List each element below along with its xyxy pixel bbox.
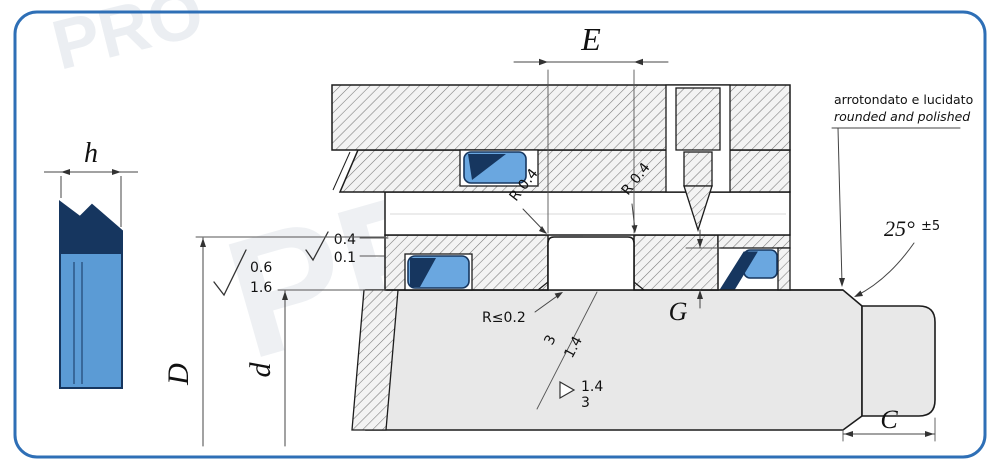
dim-label-e: E bbox=[580, 21, 601, 57]
finish-symbol-left bbox=[213, 249, 247, 297]
finish-symbol-top bbox=[305, 231, 329, 262]
plug-head bbox=[675, 87, 721, 151]
c-arrow-left bbox=[844, 431, 853, 437]
chamfer-horiz-2: 3 bbox=[581, 395, 590, 411]
angle-arrow bbox=[854, 290, 863, 297]
annotations: E R 0.4 R 0.4 R≤0.2 0.4 0.1 0.6 1.6 D d bbox=[162, 21, 973, 447]
dim-label-d-minor: d bbox=[244, 362, 277, 378]
finish-left-lower: 1.6 bbox=[250, 280, 272, 296]
angle-arc bbox=[855, 242, 915, 297]
note-arrow bbox=[839, 278, 845, 287]
chamfer-leader bbox=[536, 291, 598, 410]
seal-profile-view: h bbox=[44, 138, 138, 389]
g-arrow-bottom bbox=[697, 290, 703, 299]
plug-tip bbox=[683, 185, 713, 233]
note-english: rounded and polished bbox=[834, 109, 970, 124]
rod-body bbox=[365, 289, 863, 431]
note-italian: arrotondato e lucidato bbox=[834, 92, 973, 107]
radius-arrow-left bbox=[539, 226, 547, 234]
c-arrow-right bbox=[925, 431, 934, 437]
d-minor-arrow bbox=[282, 291, 288, 300]
housing-wiper-edge bbox=[777, 247, 791, 291]
radius-arrow-right bbox=[631, 225, 638, 233]
h-arrow-left bbox=[61, 169, 70, 175]
dim-label-h: h bbox=[84, 138, 98, 169]
empty-groove bbox=[547, 236, 635, 290]
housing-wiper-strip bbox=[717, 234, 791, 249]
rod-seal-dark-band bbox=[410, 258, 436, 287]
housing-section bbox=[331, 84, 843, 291]
finish-top-lower: 0.1 bbox=[334, 250, 356, 266]
rod-section bbox=[351, 289, 936, 431]
note-leader bbox=[837, 127, 843, 285]
groove-leadin-left bbox=[537, 281, 549, 291]
angle-label: 25° bbox=[884, 216, 915, 241]
finish-top-upper: 0.4 bbox=[334, 232, 356, 248]
housing-break-line bbox=[332, 151, 351, 191]
radius-max-label: R≤0.2 bbox=[482, 310, 526, 326]
dim-label-c: C bbox=[880, 405, 898, 434]
angle-tolerance: ±5 bbox=[921, 219, 940, 234]
radius-max-leader bbox=[534, 293, 561, 313]
chamfer-triangle-symbol bbox=[559, 380, 576, 400]
e-arrow-left bbox=[539, 58, 548, 66]
chamfer-horiz-1: 1.4 bbox=[581, 379, 603, 395]
finish-left-upper: 0.6 bbox=[250, 260, 272, 276]
g-arrow-top bbox=[697, 239, 703, 248]
rod-end-stub bbox=[861, 305, 936, 417]
e-arrow-right bbox=[634, 58, 643, 66]
seal-profile-lip bbox=[60, 202, 122, 254]
groove-leadin-right bbox=[633, 281, 645, 291]
d-major-arrow bbox=[200, 238, 206, 247]
radius-max-arrow bbox=[554, 292, 563, 299]
housing-groove-block-mid bbox=[633, 234, 719, 291]
dim-label-g: G bbox=[669, 297, 688, 326]
upper-seal-dark-band bbox=[468, 154, 506, 180]
plug-shank bbox=[683, 151, 713, 187]
page-border bbox=[13, 10, 987, 459]
dim-label-d-major: D bbox=[162, 363, 195, 386]
h-arrow-right bbox=[112, 169, 121, 175]
